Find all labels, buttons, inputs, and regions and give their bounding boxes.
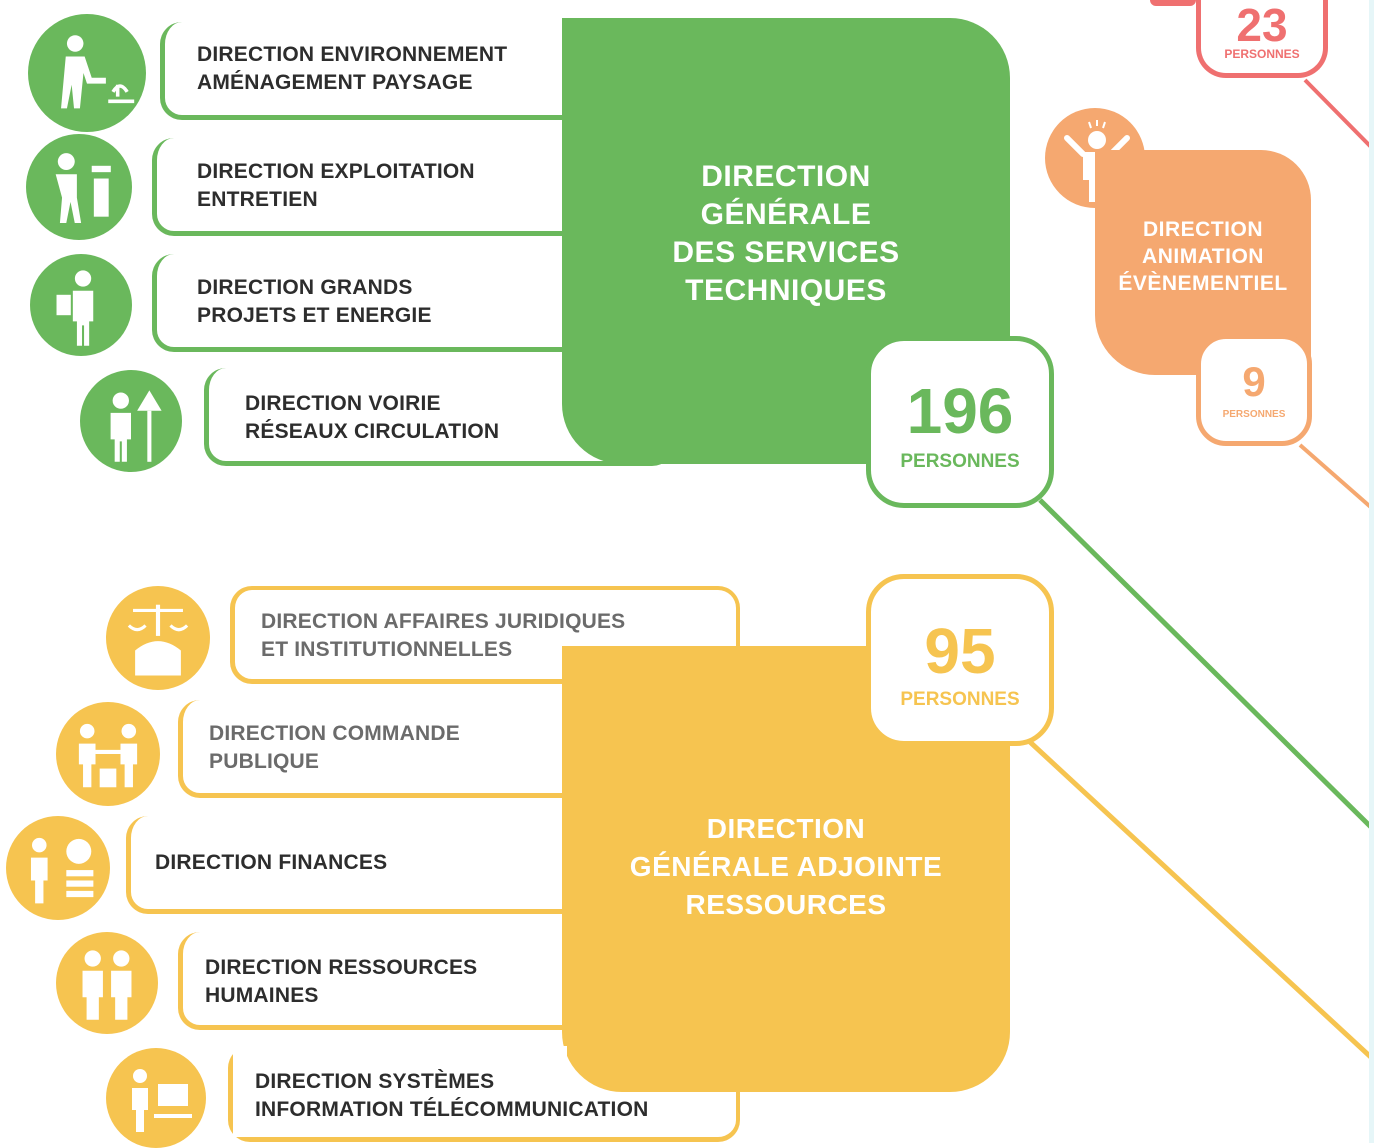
people-icon	[56, 932, 158, 1034]
ressources-count-label: PERSONNES	[900, 689, 1020, 710]
techniques-count-number: 196	[906, 375, 1014, 447]
computer-user-icon	[106, 1048, 206, 1148]
ressources-count-number: 95	[924, 615, 996, 687]
direction-environnement-label: DIRECTION ENVIRONNEMENT AMÉNAGEMENT PAYS…	[197, 43, 508, 94]
direction-grands-projets-card: DIRECTION GRANDS PROJETS ET ENERGIE	[152, 254, 622, 352]
engineer-clipboard-icon	[30, 254, 132, 356]
scales-justice-icon	[106, 586, 210, 690]
top-right-count-number: 23	[1236, 0, 1288, 51]
gardener-icon	[28, 14, 146, 132]
animation-count-number: 9	[1242, 358, 1266, 405]
road-sign-worker-icon	[80, 370, 182, 472]
direction-commande-publique-label: DIRECTION COMMANDE PUBLIQUE	[209, 722, 460, 773]
animation-count-label: PERSONNES	[1222, 409, 1286, 420]
top-right-red-accent	[1150, 0, 1196, 6]
techniques-count-box: 196 PERSONNES	[866, 336, 1054, 508]
direction-systemes-information-card: DIRECTION SYSTÈMES INFORMATION TÉLÉCOMMU…	[228, 1046, 740, 1142]
direction-exploitation-card: DIRECTION EXPLOITATION ENTRETIEN	[152, 138, 622, 236]
techniques-count-label: PERSONNES	[900, 451, 1020, 472]
ressources-count-box: 95 PERSONNES	[866, 574, 1054, 746]
direction-environnement-card: DIRECTION ENVIRONNEMENT AMÉNAGEMENT PAYS…	[160, 22, 620, 120]
direction-systemes-information-label: DIRECTION SYSTÈMES INFORMATION TÉLÉCOMMU…	[255, 1070, 649, 1121]
handshake-icon	[56, 702, 160, 806]
top-right-count-box: 23 PERSONNES	[1196, 0, 1328, 78]
animation-title: DIRECTION ANIMATION ÉVÈNEMENTIEL	[1118, 218, 1288, 295]
direction-commande-publique-card: DIRECTION COMMANDE PUBLIQUE	[178, 700, 598, 798]
techniques-title: DIRECTION GÉNÉRALE DES SERVICES TECHNIQU…	[672, 160, 900, 307]
direction-ressources-humaines-card: DIRECTION RESSOURCES HUMAINES	[178, 932, 598, 1030]
direction-finances-card: DIRECTION FINANCES	[126, 816, 596, 914]
money-stack-icon	[6, 816, 110, 920]
direction-affaires-juridiques-label: DIRECTION AFFAIRES JURIDIQUES ET INSTITU…	[261, 610, 626, 661]
systemes-card-white-bg	[233, 1046, 567, 1137]
direction-finances-label: DIRECTION FINANCES	[155, 851, 388, 874]
direction-voirie-label: DIRECTION VOIRIE RÉSEAUX CIRCULATION	[245, 392, 500, 443]
direction-exploitation-label: DIRECTION EXPLOITATION ENTRETIEN	[197, 160, 475, 211]
top-right-count-label: PERSONNES	[1224, 47, 1300, 61]
right-edge-strip	[1369, 0, 1374, 1143]
direction-ressources-humaines-label: DIRECTION RESSOURCES HUMAINES	[205, 956, 478, 1007]
direction-grands-projets-label: DIRECTION GRANDS PROJETS ET ENERGIE	[197, 276, 432, 327]
maintenance-worker-icon	[26, 134, 132, 240]
ressources-title: DIRECTION GÉNÉRALE ADJOINTE RESSOURCES	[629, 813, 943, 920]
animation-count-box: 9 PERSONNES	[1196, 334, 1312, 446]
